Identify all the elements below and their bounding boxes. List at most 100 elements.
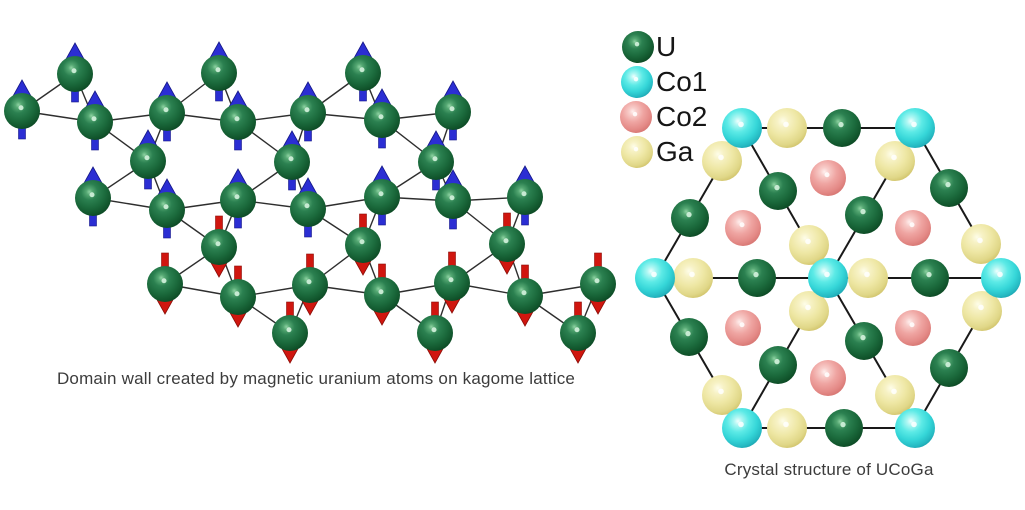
uranium-atom [364,179,400,215]
sphere-highlight [288,156,294,162]
ga-atom [875,375,915,415]
sphere-highlight [945,181,951,188]
sphere-highlight [864,271,870,278]
sphere-highlight [860,334,866,341]
legend-spheres [620,31,654,168]
kagome-caption: Domain wall created by magnetic uranium … [56,369,576,388]
sphere-highlight [911,421,917,428]
sphere-highlight [860,208,866,215]
co1-atom [895,108,935,148]
sphere-highlight [634,41,640,47]
sphere-highlight [926,271,932,278]
uranium-atom [220,279,256,315]
u-atom [759,172,797,210]
uranium-atom [292,267,328,303]
uranium-atom [290,191,326,227]
sphere-highlight [574,327,580,333]
ga-atom [767,408,807,448]
sphere-highlight [449,106,455,112]
uranium-atom [434,265,470,301]
u-atom [845,196,883,234]
uranium-atom [364,102,400,138]
sphere-highlight [359,67,365,73]
kagome-lattice-diagram [4,41,616,364]
sphere-highlight [718,154,724,161]
sphere-highlight [448,277,454,283]
ga-atom [767,108,807,148]
co2-atom [725,310,761,346]
sphere-highlight [738,421,744,428]
sphere-highlight [997,271,1003,278]
u-atom [930,169,968,207]
uranium-atom [290,95,326,131]
uranium-atom [274,144,310,180]
uranium-atom [435,183,471,219]
sphere-highlight [891,154,897,161]
uranium-atom [345,227,381,263]
u-atom [670,318,708,356]
u-atom [738,259,776,297]
sphere-highlight [978,304,984,311]
uranium-atom [130,143,166,179]
sphere-highlight [633,76,639,82]
uranium-atom [77,104,113,140]
uranium-atom [75,180,111,216]
uranium-atom [201,229,237,265]
ga-atom [789,225,829,265]
sphere-highlight [521,290,527,296]
uranium-atom [489,226,525,262]
ga-atom [673,258,713,298]
sphere-highlight [909,222,915,228]
sphere-highlight [144,155,150,161]
sphere-highlight [838,121,844,128]
u-atom [845,322,883,360]
crystal-structure-diagram [635,108,1021,448]
co2-atom [810,160,846,196]
sphere-highlight [774,358,780,365]
sphere-highlight [378,114,384,120]
sphere-highlight [432,156,438,162]
sphere-highlight [685,330,691,337]
sphere-highlight [18,105,24,111]
u-atom [823,109,861,147]
sphere-highlight [738,121,744,128]
sphere-highlight [805,238,811,245]
uranium-atom [220,104,256,140]
sphere-highlight [503,238,509,244]
sphere-highlight [689,271,695,278]
co2-atom [725,210,761,246]
u-atom [759,346,797,384]
legend-label-ga: Ga [656,136,694,167]
co2-atom [810,360,846,396]
sphere-highlight [234,194,240,200]
sphere-highlight [783,121,789,128]
co2-atom [895,310,931,346]
sphere-highlight [805,304,811,311]
legend-label-u: U [656,31,677,62]
co1-atom [635,258,675,298]
sphere-highlight [215,241,221,247]
sphere-highlight [632,111,638,117]
sphere-highlight [304,107,310,113]
sphere-highlight [945,361,951,368]
sphere-highlight [891,388,897,395]
sphere-highlight [91,116,97,122]
sphere-highlight [378,289,384,295]
sphere-highlight [739,222,745,228]
sphere-highlight [163,204,169,210]
ga-atom [789,291,829,331]
sphere-highlight [378,191,384,197]
uranium-atom [560,315,596,351]
sphere-highlight [911,121,917,128]
sphere-highlight [753,271,759,278]
ga-atom [702,375,742,415]
sphere-highlight [234,291,240,297]
uranium-atom [4,93,40,129]
co1-atom [981,258,1021,298]
co1-atom [722,408,762,448]
uranium-atom [418,144,454,180]
sphere-highlight [521,191,527,197]
kagome-uranium-atoms [4,55,616,351]
legend-sphere-u [622,31,654,63]
